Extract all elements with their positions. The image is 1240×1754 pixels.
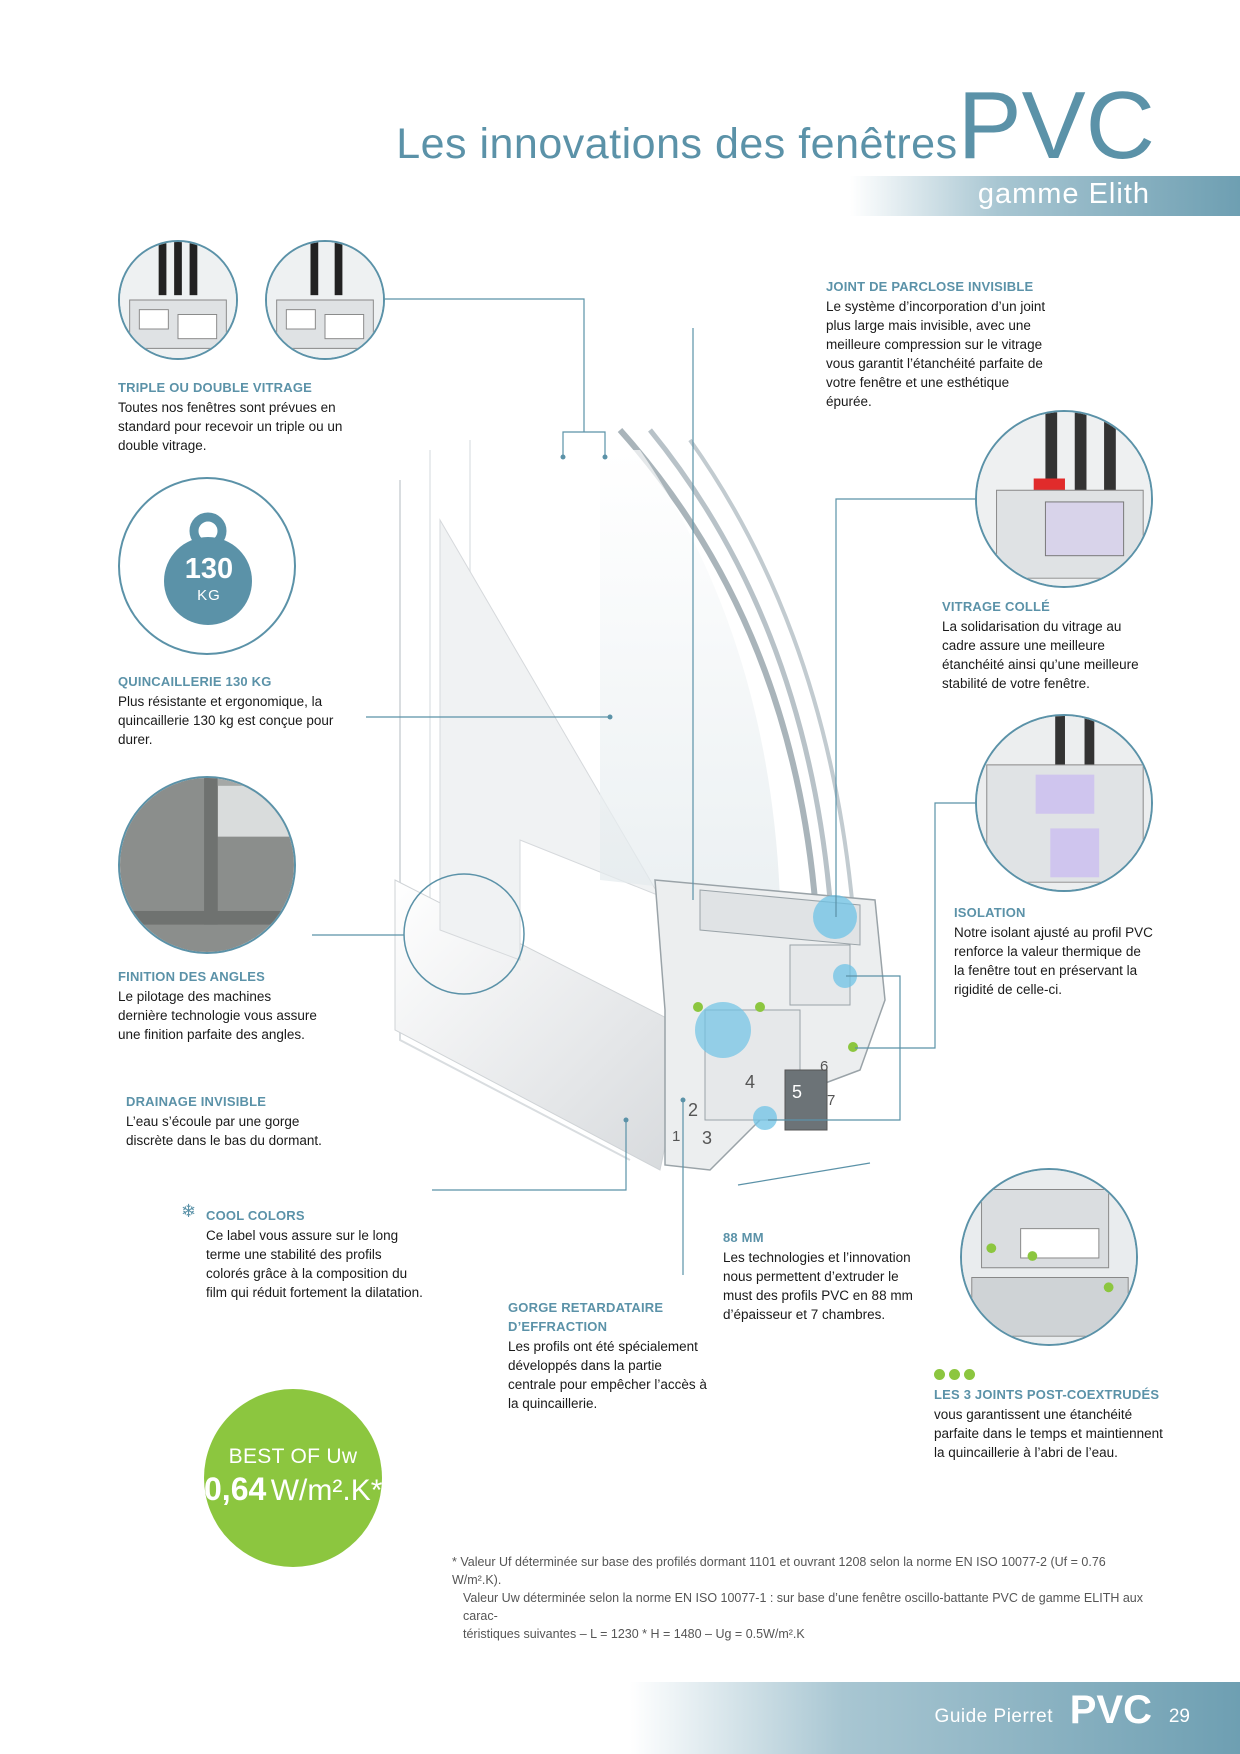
feature-title: COOL COLORS (206, 1208, 305, 1223)
feature-triple-glazing: TRIPLE OU DOUBLE VITRAGE Toutes nos fenê… (118, 378, 348, 455)
chamber-number: 1 (672, 1128, 681, 1145)
page-title-text: Les innovations des fenêtres (396, 120, 958, 168)
feature-title: VITRAGE COLLÉ (942, 599, 1051, 614)
feature-drainage: DRAINAGE INVISIBLE L’eau s’écoule par un… (126, 1092, 326, 1150)
feature-text: Plus résistante et ergonomique, la quinc… (118, 694, 334, 747)
feature-title: ISOLATION (954, 905, 1026, 920)
feature-title: TRIPLE OU DOUBLE VITRAGE (118, 380, 313, 395)
chamber-number: 7 (827, 1092, 836, 1109)
feature-text: Toutes nos fenêtres sont prévues en stan… (118, 400, 343, 453)
feature-title: LES 3 JOINTS POST-COEXTRUDÉS (934, 1387, 1160, 1402)
badge-value: 0,64 (204, 1471, 267, 1507)
hardware-130kg-badge: 130 KG (118, 477, 296, 655)
subtitle-band: gamme Elith (850, 176, 1240, 216)
feature-88mm: 88 MM Les technologies et l’innovation n… (723, 1228, 913, 1324)
footnote-line: * Valeur Uf déterminée sur base des prof… (452, 1555, 1106, 1587)
feature-text: L’eau s’écoule par une gorge discrète da… (126, 1114, 322, 1148)
feature-title: GORGE RETARDATAIRE D’EFFRACTION (508, 1300, 664, 1334)
badge-label: BEST OF Uw (228, 1445, 358, 1468)
insulation-image (975, 714, 1153, 892)
badge-unit: W/m².K* (270, 1474, 383, 1507)
weight-unit: KG (197, 587, 221, 604)
feature-text: La solidarisation du vitrage au cadre as… (942, 619, 1139, 691)
feature-insulation: ISOLATION Notre isolant ajusté au profil… (954, 903, 1154, 999)
angle-finish-image (118, 776, 296, 954)
feature-text: Notre isolant ajusté au profil PVC renfo… (954, 925, 1153, 997)
chamber-number: 3 (702, 1128, 713, 1148)
glued-glazing-image (975, 410, 1153, 588)
weight-number: 130 (184, 553, 234, 585)
feature-glazing-joint: JOINT DE PARCLOSE INVISIBLE Le système d… (826, 277, 1056, 411)
page-number: 29 (1168, 1706, 1190, 1727)
feature-text: vous garantissent une étanchéité parfait… (934, 1407, 1163, 1460)
footer-band: Guide Pierret PVC 29 (630, 1682, 1240, 1754)
footer-brand: PVC (1069, 1688, 1152, 1732)
uw-value-badge: BEST OF Uw 0,64 W/m².K* (204, 1389, 382, 1567)
chamber-number: 2 (688, 1100, 699, 1120)
feature-anti-burglary: GORGE RETARDATAIRE D’EFFRACTION Les prof… (508, 1298, 708, 1413)
feature-coextruded-joints: LES 3 JOINTS POST-COEXTRUDÉS vous garant… (934, 1385, 1169, 1462)
chamber-number: 5 (792, 1082, 803, 1102)
subtitle: gamme Elith (977, 178, 1150, 210)
chamber-number: 6 (820, 1058, 829, 1075)
feature-text: Le système d’incorporation d’un joint pl… (826, 299, 1046, 409)
feature-glued-glazing: VITRAGE COLLÉ La solidarisation du vitra… (942, 597, 1157, 693)
footnote-line: Valeur Uw déterminée selon la norme EN I… (463, 1591, 1143, 1623)
snowflake-icon: ❄ (181, 1201, 197, 1221)
triple-glazing-image (118, 240, 238, 360)
footnote-line: téristiques suivantes – L = 1230 * H = 1… (463, 1627, 805, 1641)
feature-text: Les profils ont été spécialement dévelop… (508, 1339, 707, 1411)
feature-title: JOINT DE PARCLOSE INVISIBLE (826, 279, 1034, 294)
page-title: Les innovations des fenêtresPVC (396, 78, 1155, 174)
feature-title: QUINCAILLERIE 130 KG (118, 674, 272, 689)
footer-guide: Guide Pierret (934, 1706, 1053, 1727)
feature-cool-colors: COOL COLORS Ce label vous assure sur le … (206, 1206, 426, 1302)
feature-title: 88 MM (723, 1230, 764, 1245)
three-dots-icon (934, 1367, 979, 1385)
feature-text: Ce label vous assure sur le long terme u… (206, 1228, 423, 1300)
badge-value-line: 0,64 W/m².K* (204, 1471, 382, 1508)
feature-text: Les technologies et l’innovation nous pe… (723, 1250, 913, 1322)
coextruded-joints-image (960, 1168, 1138, 1346)
feature-angle-finish: FINITION DES ANGLES Le pilotage des mach… (118, 967, 318, 1044)
page-title-big: PVC (957, 72, 1155, 179)
double-glazing-image (265, 240, 385, 360)
feature-title: DRAINAGE INVISIBLE (126, 1094, 267, 1109)
chamber-number: 4 (745, 1072, 756, 1092)
weight-icon (164, 512, 252, 625)
footnote: * Valeur Uf déterminée sur base des prof… (452, 1553, 1157, 1643)
feature-title: FINITION DES ANGLES (118, 969, 266, 984)
feature-hardware: QUINCAILLERIE 130 KG Plus résistante et … (118, 672, 358, 749)
feature-text: Le pilotage des machines dernière techno… (118, 989, 317, 1042)
